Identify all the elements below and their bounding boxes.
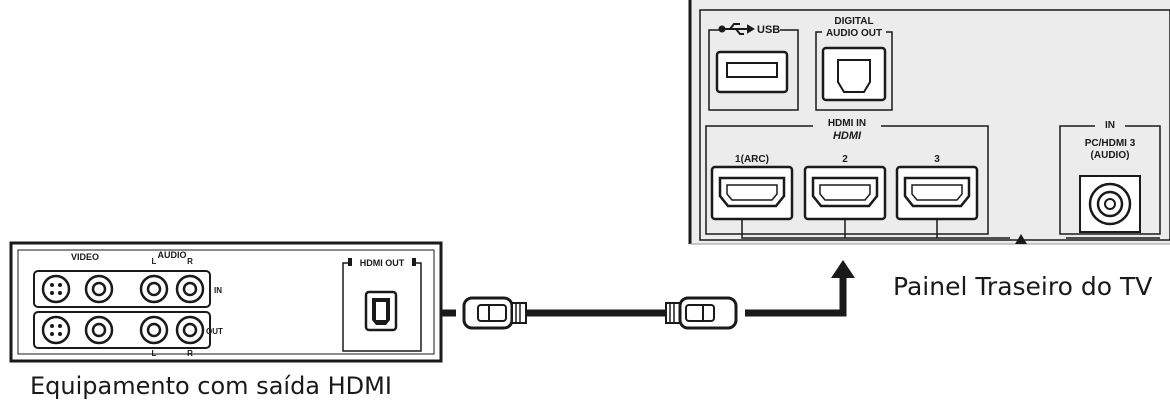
audio-l-label-top: L <box>152 257 157 266</box>
cable-plug-right <box>665 296 738 330</box>
digital-audio-out-group: DIGITAL AUDIO OUT <box>815 14 893 111</box>
jack-row-in: IN <box>33 270 222 308</box>
usb-label: USB <box>757 24 780 36</box>
arrow-to-tv <box>745 260 855 317</box>
audio-r-label-bottom: R <box>187 349 193 358</box>
audio-label: AUDIO <box>158 250 187 260</box>
arrow-line-to-tv <box>745 274 847 317</box>
device-caption: Equipamento com saída HDMI <box>30 372 392 400</box>
hdmi-port-1-socket <box>718 176 786 208</box>
usb-port-slot <box>726 62 778 78</box>
hdmi-port-3-label: 3 <box>934 154 940 165</box>
hdmi-in-group: HDMI IN HDMI 1(ARC) 2 3 <box>705 114 1027 244</box>
hdmi-cable <box>462 296 738 330</box>
pc-audio-in-group: IN PC/HDMI 3 (AUDIO) <box>1059 118 1161 239</box>
panel-marker-arrow <box>1015 234 1027 244</box>
pc-audio-label: (AUDIO) <box>1091 150 1130 161</box>
optical-port-shape <box>837 59 871 93</box>
audio-out-label: AUDIO OUT <box>826 28 882 39</box>
s-video-in-jack <box>41 274 71 304</box>
tv-panel-inner-frame <box>699 9 1170 241</box>
in-label: IN <box>1105 120 1115 131</box>
hdmi-port-3-socket <box>903 176 971 208</box>
tv-rear-panel: USB DIGITAL AUDIO OUT HDMI IN HDMI 1(ARC… <box>688 0 1170 245</box>
hdmi-out-group: HDMI OUT <box>342 256 422 352</box>
hdmi-port-1-label: 1(ARC) <box>735 154 769 165</box>
video-label: VIDEO <box>71 252 99 262</box>
hdmi-out-label: HDMI OUT <box>360 258 405 268</box>
source-device: VIDEO AUDIO L R L R IN <box>9 241 443 363</box>
pc-hdmi3-label: PC/HDMI 3 <box>1085 138 1136 149</box>
tv-panel-caption: Painel Traseiro do TV <box>893 272 1153 301</box>
audio-r-label-top: R <box>187 257 193 266</box>
arrow-head-up <box>831 260 855 278</box>
s-video-out-jack <box>41 315 71 345</box>
hdmi-port-2-label: 2 <box>842 154 848 165</box>
usb-port-group: USB <box>708 22 799 111</box>
digital-label: DIGITAL <box>834 16 873 27</box>
cable-plug-left <box>462 296 527 330</box>
jack-row-out: OUT <box>33 311 223 349</box>
hdmi-logo: HDMI <box>833 130 862 142</box>
in-row-label: IN <box>214 286 222 295</box>
out-row-label: OUT <box>206 327 223 336</box>
hdmi-in-label: HDMI IN <box>828 118 866 129</box>
hdmi-port-2-socket <box>811 176 879 208</box>
audio-l-label-bottom: L <box>152 349 157 358</box>
usb-icon <box>718 23 755 35</box>
